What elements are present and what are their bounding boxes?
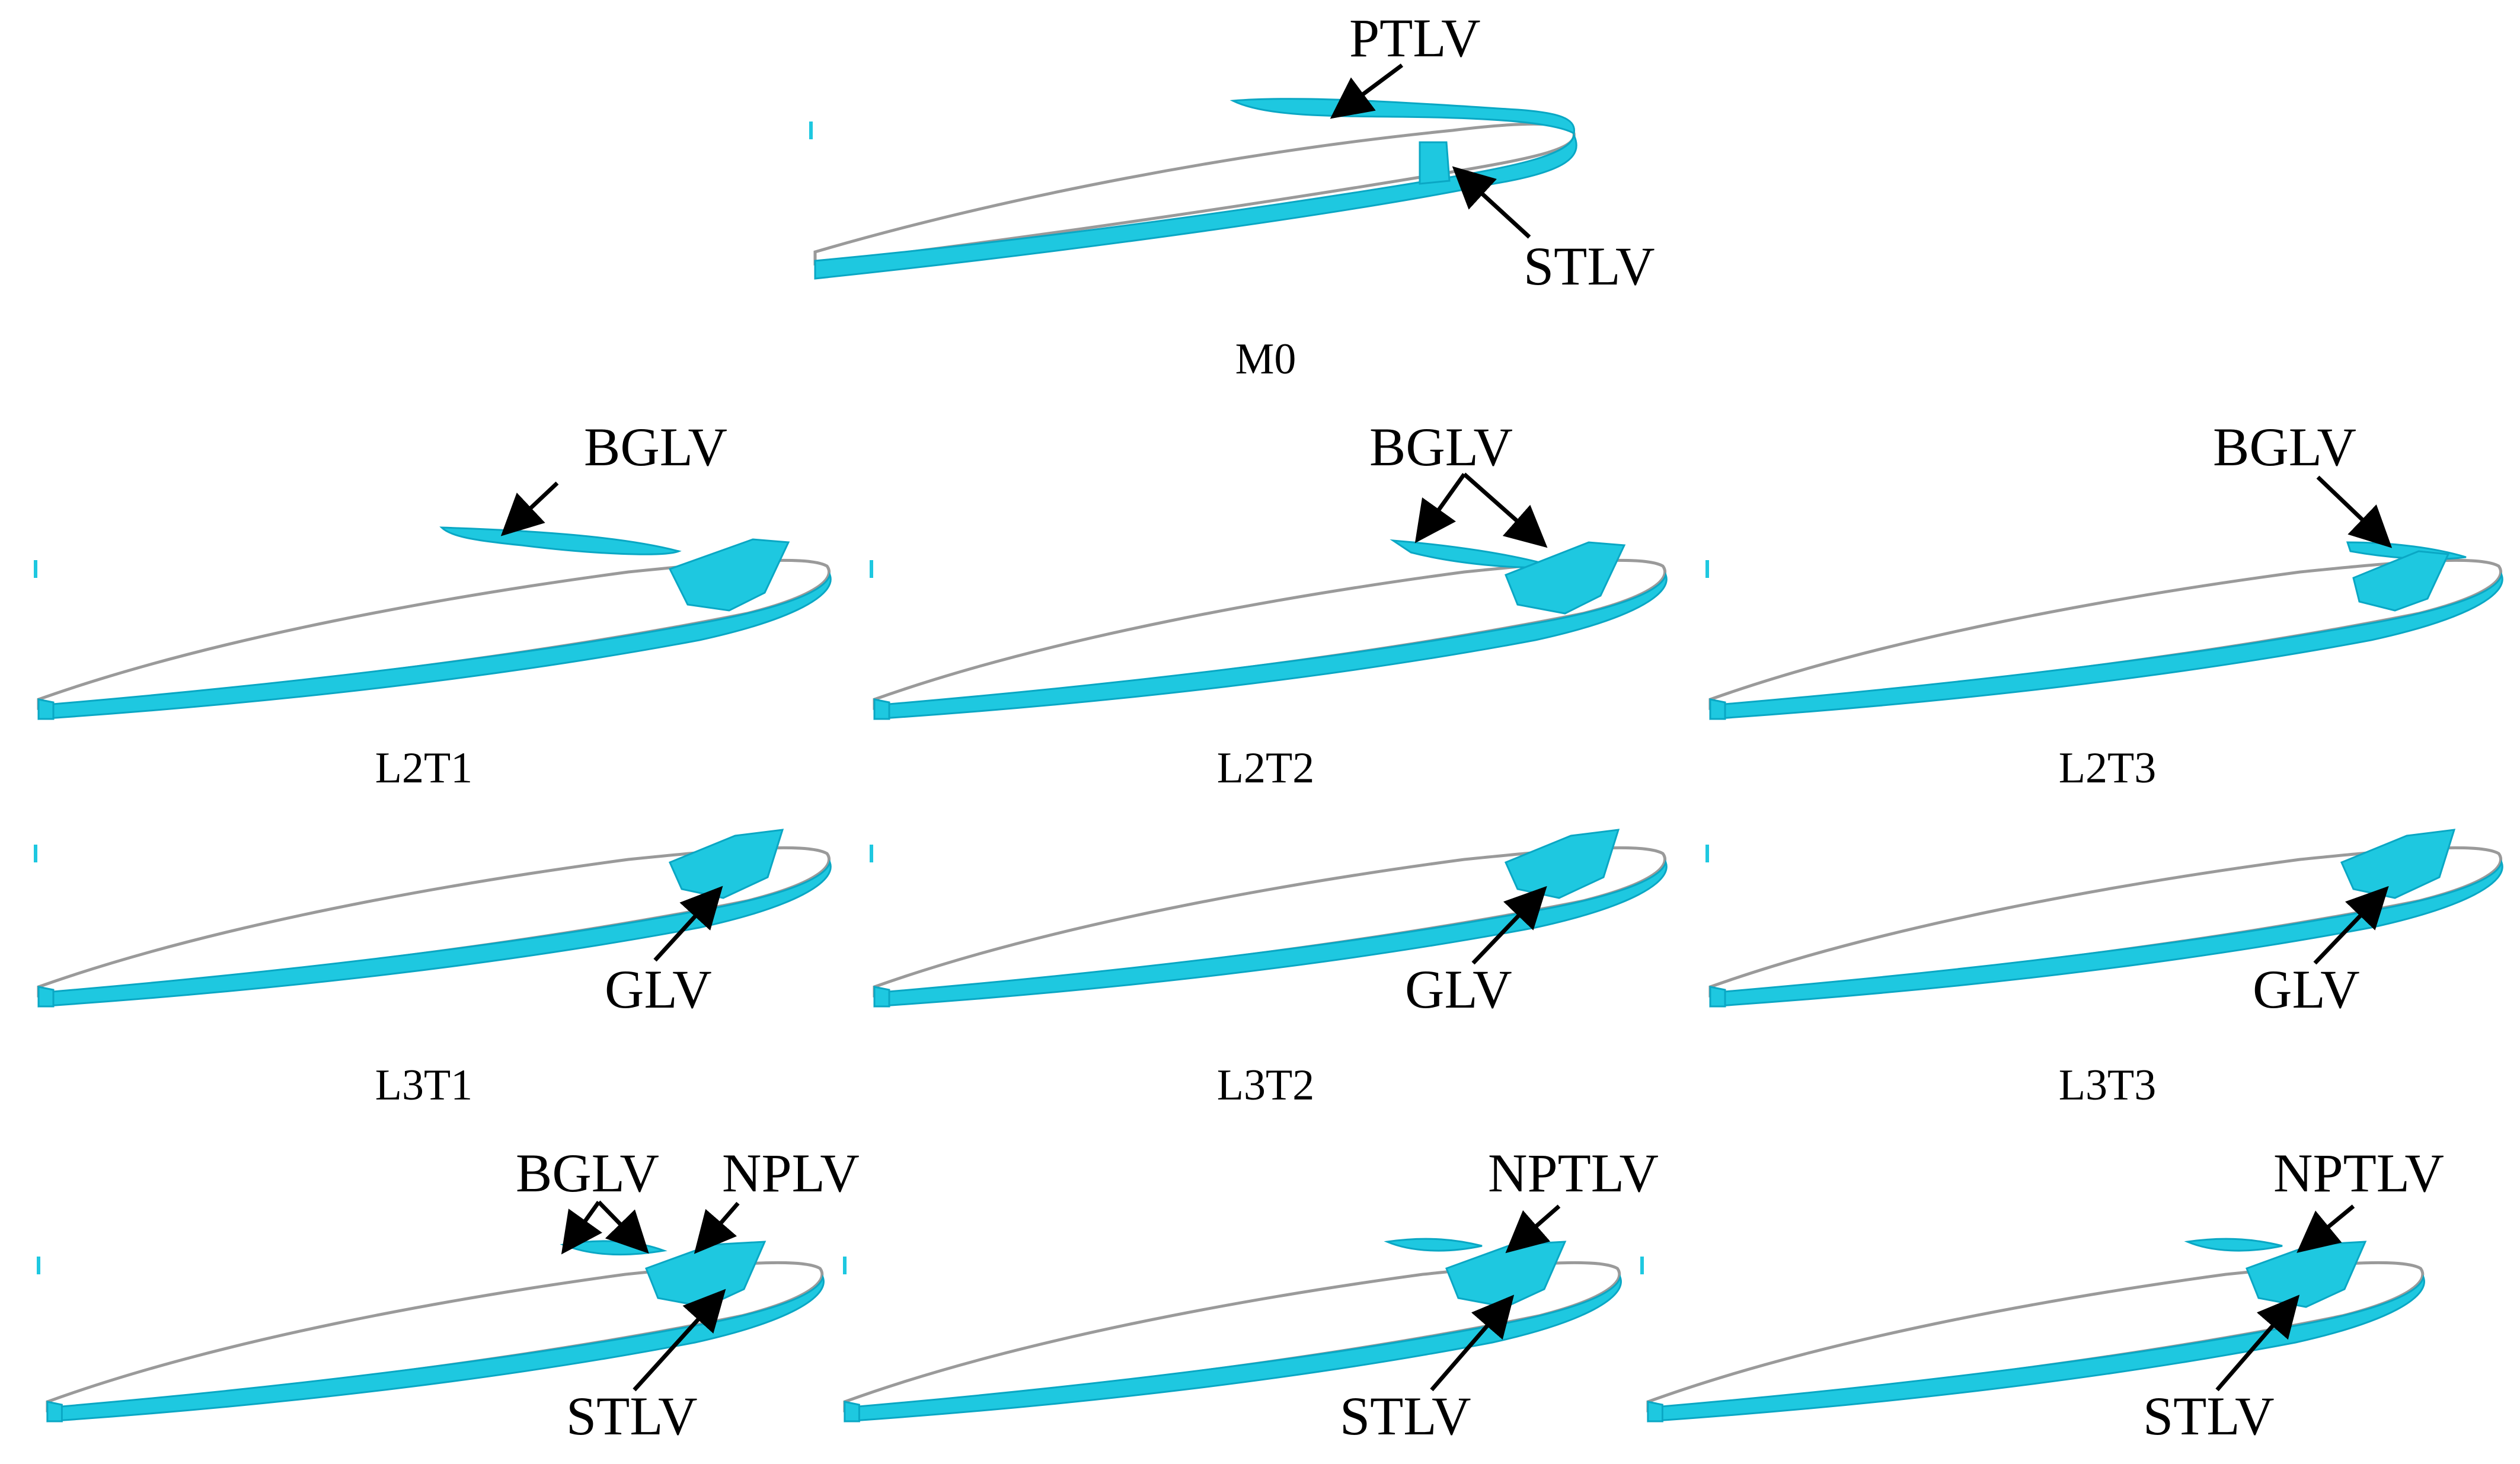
annotation-BGLV: BGLV: [584, 417, 727, 477]
bglv-shape: [560, 1240, 667, 1256]
arrow-GLV: [2313, 886, 2389, 965]
annotation-STLV: STLV: [566, 1386, 698, 1446]
panel-L4T1: BGLV NPLV STLV: [37, 1143, 860, 1446]
panel-label-L3T3: L3T3: [2059, 1061, 2156, 1110]
bglv-shape: [439, 526, 682, 555]
arrow-BGLV: [2316, 475, 2393, 548]
gap-vortex-shape: [1505, 541, 1626, 615]
arrow-NPTLV: [2297, 1204, 2355, 1253]
panel-L2T2: BGLV L2T2: [870, 417, 1666, 792]
panel-label-L2T1: L2T1: [375, 744, 472, 792]
annotation-STLV: STLV: [1524, 236, 1655, 296]
panel-L3T2: GLV L3T2: [870, 829, 1666, 1110]
annotation-GLV: GLV: [1405, 959, 1512, 1019]
gap-vortex-shape: [668, 538, 790, 612]
annotation-NPLV: NPLV: [722, 1143, 860, 1203]
arrow-STLV: [1452, 166, 1531, 239]
annotation-BGLV: BGLV: [1369, 417, 1513, 477]
panel-label-L2T2: L2T2: [1217, 744, 1314, 792]
panel-label-M0: M0: [1235, 335, 1296, 383]
arrow-GLV: [653, 886, 723, 962]
arrow-STLV: [1430, 1294, 1515, 1392]
panel-label-L2T3: L2T3: [2059, 744, 2156, 792]
annotation-BGLV: BGLV: [516, 1143, 659, 1203]
arrow-BGLV-1: [1414, 472, 1466, 544]
arrow-STLV: [633, 1289, 726, 1392]
bglv-shape: [1390, 539, 1554, 568]
panel-L4T2: NPTLV STLV: [843, 1143, 1659, 1446]
arrow-BGLV-1: [561, 1200, 603, 1255]
bglv-shape: [1384, 1238, 1483, 1252]
arrow-PTLV: [1330, 63, 1404, 119]
arrow-STLV: [2215, 1294, 2300, 1392]
panel-label-L3T1: L3T1: [375, 1061, 472, 1110]
arrow-BGLV-2: [597, 1200, 649, 1254]
arrow-GLV: [1471, 886, 1547, 965]
bglv-shape: [2184, 1238, 2283, 1252]
annotation-GLV: GLV: [605, 959, 712, 1019]
arrow-NPLV: [694, 1201, 740, 1254]
panel-label-L3T2: L3T2: [1217, 1061, 1314, 1110]
panel-L3T3: GLV L3T3: [1705, 829, 2502, 1110]
annotation-NPTLV: NPTLV: [2273, 1143, 2444, 1203]
arrow-NPTLV: [1505, 1204, 1561, 1254]
panel-L4T3: NPTLV STLV: [1640, 1143, 2444, 1446]
annotation-BGLV: BGLV: [2213, 417, 2356, 477]
annotation-GLV: GLV: [2253, 959, 2360, 1019]
gap-vortex-shape: [2352, 550, 2450, 612]
annotation-STLV: STLV: [1340, 1386, 1471, 1446]
annotation-PTLV: PTLV: [1349, 8, 1481, 68]
annotation-NPTLV: NPTLV: [1488, 1143, 1659, 1203]
arrow-BGLV-2: [1462, 472, 1548, 548]
annotation-STLV: STLV: [2143, 1386, 2275, 1446]
panel-L2T3: BGLV L2T3: [1705, 417, 2502, 792]
panel-L3T1: GLV L3T1: [34, 829, 831, 1110]
panel-M0: PTLV STLV M0: [809, 8, 1655, 383]
panel-L2T1: BGLV L2T1: [34, 417, 831, 792]
arrow-BGLV: [500, 481, 559, 536]
blade-M0: [813, 98, 1577, 280]
